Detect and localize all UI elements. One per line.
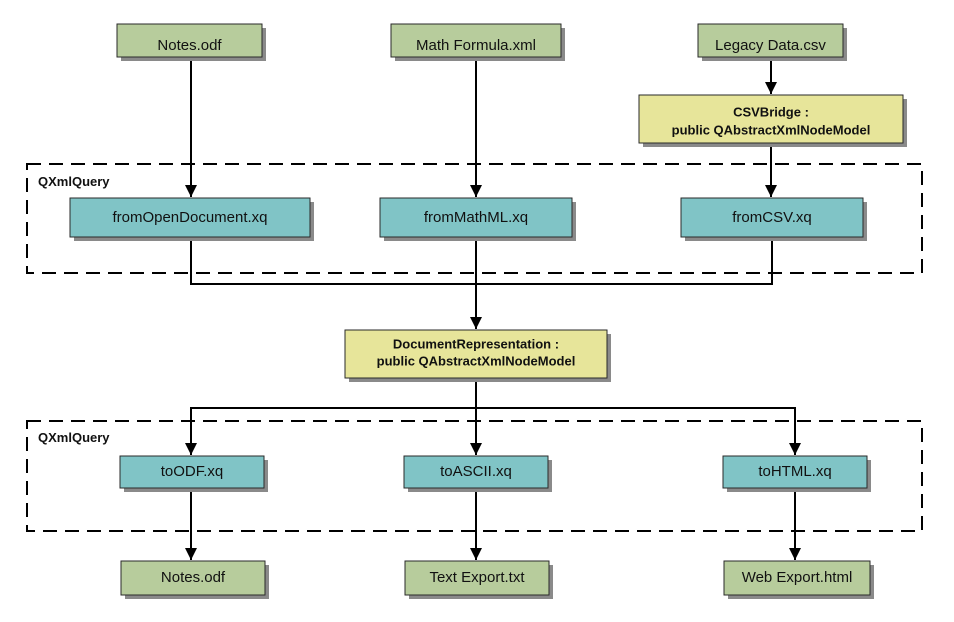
edges bbox=[185, 57, 801, 560]
qxmlquery-group-bottom: QXmlQuery bbox=[26, 420, 923, 532]
svg-text:toASCII.xq: toASCII.xq bbox=[440, 463, 512, 480]
svg-text:fromMathML.xq: fromMathML.xq bbox=[424, 209, 528, 226]
node-query-toascii: toASCII.xq bbox=[403, 455, 552, 492]
edge-docrep-fan-right bbox=[476, 407, 801, 455]
svg-text:DocumentRepresentation :: DocumentRepresentation : bbox=[393, 336, 559, 351]
node-documentrepresentation: DocumentRepresentation : public QAbstrac… bbox=[344, 329, 611, 382]
svg-text:public QAbstractXmlNodeModel: public QAbstractXmlNodeModel bbox=[672, 122, 871, 137]
qxmlquery-bottom-label: QXmlQuery bbox=[38, 430, 110, 445]
qxmlquery-top-label: QXmlQuery bbox=[38, 174, 110, 189]
svg-text:Math Formula.xml: Math Formula.xml bbox=[416, 37, 536, 54]
node-query-frommathml: fromMathML.xq bbox=[379, 197, 576, 241]
svg-text:Web Export.html: Web Export.html bbox=[742, 569, 853, 586]
node-output-web: Web Export.html bbox=[723, 560, 874, 599]
svg-text:toHTML.xq: toHTML.xq bbox=[758, 463, 831, 480]
qxmlquery-group-top: QXmlQuery bbox=[26, 163, 923, 274]
svg-text:Notes.odf: Notes.odf bbox=[161, 569, 226, 586]
node-query-tohtml: toHTML.xq bbox=[722, 455, 871, 492]
svg-text:Text Export.txt: Text Export.txt bbox=[429, 569, 525, 586]
svg-text:public QAbstractXmlNodeModel: public QAbstractXmlNodeModel bbox=[377, 353, 576, 368]
svg-text:Legacy Data.csv: Legacy Data.csv bbox=[715, 37, 826, 54]
svg-text:fromOpenDocument.xq: fromOpenDocument.xq bbox=[112, 209, 267, 226]
edge-fromopendocument-merge bbox=[190, 239, 773, 285]
node-input-legacy: Legacy Data.csv bbox=[697, 23, 847, 61]
node-query-fromcsv: fromCSV.xq bbox=[680, 197, 867, 241]
node-output-notes: Notes.odf bbox=[120, 560, 269, 599]
svg-text:Notes.odf: Notes.odf bbox=[157, 37, 222, 54]
node-input-notes: Notes.odf bbox=[116, 23, 266, 61]
node-output-text: Text Export.txt bbox=[404, 560, 553, 599]
node-csvbridge: CSVBridge : public QAbstractXmlNodeModel bbox=[638, 94, 907, 147]
node-input-math: Math Formula.xml bbox=[390, 23, 565, 61]
node-query-toodf: toODF.xq bbox=[119, 455, 268, 492]
node-query-fromopendocument: fromOpenDocument.xq bbox=[69, 197, 314, 241]
edge-docrep-fan-left bbox=[185, 407, 476, 455]
svg-text:CSVBridge :: CSVBridge : bbox=[733, 104, 809, 119]
svg-text:toODF.xq: toODF.xq bbox=[161, 463, 224, 480]
svg-text:fromCSV.xq: fromCSV.xq bbox=[732, 209, 811, 226]
